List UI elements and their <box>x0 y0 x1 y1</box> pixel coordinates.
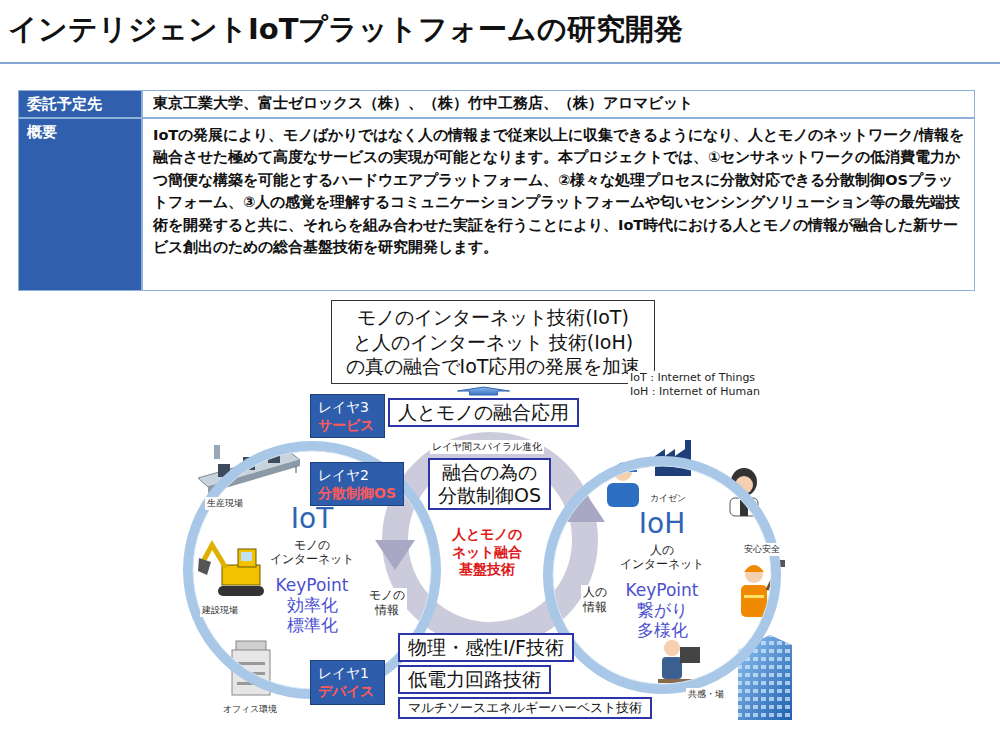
excavator-illustration <box>241 552 252 561</box>
pc-worker-illustration <box>680 647 700 663</box>
abbrev-note-wrap: IoH : Internet of Human <box>628 385 762 398</box>
box-text: 融合の為の 分散制御OS <box>438 461 541 507</box>
pc-worker-illustration <box>658 640 702 683</box>
box-text: 低電力回路技術 <box>408 668 541 691</box>
tech-box: マルチソースエネルギーハーベスト技術 <box>398 697 652 719</box>
layer-name: デバイス <box>318 682 377 700</box>
scene-label-wrap: 生産現場 <box>205 497 245 510</box>
layer-number: レイヤ1 <box>318 664 377 682</box>
scene-label: 建設現場 <box>200 604 240 617</box>
circle-subtitle: 人の インターネット <box>620 543 704 572</box>
title-rule <box>0 62 1000 64</box>
excavator-illustration <box>238 549 256 567</box>
circle-ring <box>553 466 771 684</box>
spiral-ring <box>375 540 415 570</box>
goal-box: モノのインターネット技術(IoT)と人のインターネット 技術(IoH)の真の融合… <box>331 300 656 384</box>
construction-worker-illustration <box>741 585 767 617</box>
scene-label-wrap: 安心安全 <box>742 543 782 556</box>
flow-label-wrap: モノの 情報 <box>367 588 407 618</box>
layer-tag: レイヤ1デバイス <box>310 660 385 705</box>
flow-label: モノの 情報 <box>367 588 407 618</box>
construction-worker-illustration <box>744 565 764 572</box>
scene-label-wrap: 共感・場 <box>686 688 726 701</box>
layer-name: 分散制御OS <box>318 484 396 502</box>
layer-tag: レイヤ3サービス <box>310 394 385 438</box>
abbrev-note: IoH : Internet of Human <box>628 385 762 398</box>
layer-name: サービス <box>318 416 377 434</box>
layer-number: レイヤ3 <box>318 398 377 416</box>
key-points: KeyPoint 繋がり 多様化 <box>625 580 698 641</box>
core-label: 人とモノの ネット融合 基盤技術 <box>452 526 522 579</box>
table-cell-wrap: 東京工業大学、富士ゼロックス（株）、（株）竹中工務店、（株）アロマビット <box>142 90 975 118</box>
circle-ring <box>541 454 783 696</box>
circle-title: IoT <box>291 504 334 535</box>
flow-label-wrap: 人の 情報 <box>581 585 609 615</box>
title-wrap: インテリジェントIoTプラットフォームの研究開発 <box>8 10 684 50</box>
table-header: 概要 <box>27 123 57 142</box>
table-header-wrap: 概要 <box>18 118 142 291</box>
kaizen-worker-illustration <box>607 483 639 507</box>
ring-label: レイヤ間スパイラル進化 <box>430 440 544 454</box>
box-text: 物理・感性I/F技術 <box>408 636 564 659</box>
construction-worker-illustration <box>744 595 764 598</box>
tech-box: 人とモノの融合応用 <box>388 398 579 427</box>
tech-box: 低電力回路技術 <box>398 665 551 694</box>
flow-label: 人の 情報 <box>581 585 609 615</box>
table-cell-wrap: IoTの発展により、モノばかりではなく人の情報まで従来以上に収集できるようになり… <box>142 118 975 291</box>
pc-worker-illustration <box>664 640 680 656</box>
scene-label: 共感・場 <box>686 688 726 701</box>
scene-label: オフィス環境 <box>221 703 279 716</box>
core-label-wrap: 人とモノの ネット融合 基盤技術 <box>452 526 522 579</box>
circle-subtitle: モノの インターネット <box>270 538 354 567</box>
scene-label-wrap: 建設現場 <box>200 604 240 617</box>
layer-number: レイヤ2 <box>318 466 396 484</box>
circle-title: IoH <box>639 509 685 540</box>
box-text: マルチソースエネルギーハーベスト技術 <box>408 700 642 716</box>
box-text: モノのインターネット技術(IoT)と人のインターネット 技術(IoH)の真の融合… <box>346 305 641 379</box>
scene-label-wrap: オフィス環境 <box>221 703 279 716</box>
circle-ring <box>548 461 776 689</box>
network-circle: IoH 人の インターネット KeyPoint 繋がり 多様化 <box>541 454 783 696</box>
box-text: 人とモノの融合応用 <box>398 401 569 424</box>
spiral-ring <box>375 445 605 635</box>
printer-illustration <box>237 662 265 665</box>
ring-label-wrap: レイヤ間スパイラル進化 <box>430 440 544 454</box>
layer-tag: レイヤ2分散制御OS <box>310 462 404 506</box>
tech-box: 物理・感性I/F技術 <box>398 633 574 662</box>
excavator-illustration <box>198 558 211 575</box>
scene-label-wrap: カイゼン <box>648 492 688 505</box>
construction-worker-illustration <box>745 565 763 583</box>
tech-box: 融合の為の 分散制御OS <box>428 458 551 510</box>
block-arrow <box>458 387 510 395</box>
excavator-illustration <box>222 565 260 585</box>
conveyor-illustration <box>214 445 220 459</box>
scene-label: 安心安全 <box>742 543 782 556</box>
excavator-illustration <box>198 545 264 596</box>
key-points: KeyPoint 効率化 標準化 <box>275 575 348 636</box>
abbrev-note-wrap: IoT : Internet of Things <box>628 371 757 384</box>
excavator-illustration <box>218 586 264 596</box>
scene-label: カイゼン <box>648 492 688 505</box>
table-header: 委託予定先 <box>27 95 102 114</box>
pc-worker-illustration <box>662 657 682 679</box>
conveyor-illustration <box>296 466 297 473</box>
page-title: インテリジェントIoTプラットフォームの研究開発 <box>8 12 684 46</box>
table-cell: IoTの発展により、モノばかりではなく人の情報まで従来以上に収集できるようになり… <box>153 124 964 259</box>
scene-label: 生産現場 <box>205 497 245 510</box>
circle-ring <box>193 451 431 689</box>
table-header-wrap: 委託予定先 <box>18 90 142 118</box>
abbrev-note: IoT : Internet of Things <box>628 371 757 384</box>
table-cell: 東京工業大学、富士ゼロックス（株）、（株）竹中工務店、（株）アロマビット <box>153 94 693 113</box>
